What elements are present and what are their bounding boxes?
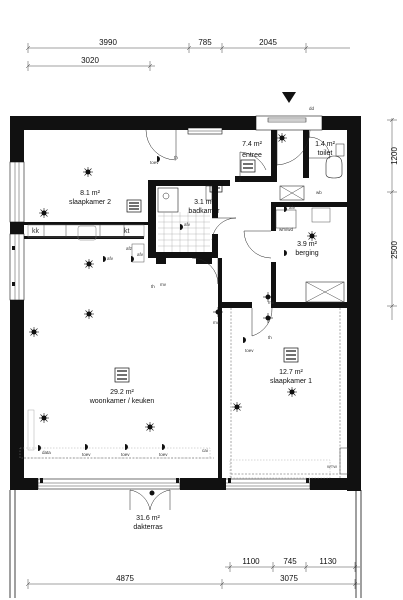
slaapkamer2-name: slaapkamer 2 <box>69 199 111 206</box>
dim-right-1: 1200 <box>390 147 399 165</box>
dim-bottom-5: 3075 <box>280 574 298 583</box>
berging-name: berging <box>295 250 318 257</box>
entree-area: 7.4 m² <box>242 141 263 148</box>
terrace-outline <box>9 489 362 598</box>
toilet-area: 1.4 m² <box>315 141 336 148</box>
dim-top-1: 3990 <box>99 38 117 47</box>
data-label: data <box>42 450 51 455</box>
kk-label: kk <box>32 228 40 235</box>
entrance-arrow-icon <box>282 92 296 103</box>
dd-label: dd <box>309 106 315 111</box>
radiator-icon <box>209 181 223 193</box>
afz-label: afz <box>126 246 133 251</box>
dashed-lines <box>24 308 341 478</box>
symbol-labels: kk kt afz afv afv afv afv wm/wd wb WTW t… <box>32 155 337 469</box>
berging-area: 3.9 m² <box>297 241 318 248</box>
wtw-label: WTW <box>327 464 337 469</box>
left-windows <box>9 161 25 301</box>
socket-icons <box>38 156 287 451</box>
afv-label-2: afv <box>137 252 144 257</box>
toev-label-1: toev <box>150 160 159 165</box>
dimension-labels: 3990 785 2045 3020 1200 2500 1100 745 11… <box>81 38 399 583</box>
mv-label-3: mv <box>268 300 275 305</box>
woonkamer-name: woonkamer / keuken <box>89 398 155 405</box>
th-label-1: th <box>174 155 178 160</box>
afv-label-3: afv <box>184 222 191 227</box>
dim-bottom-2: 745 <box>283 557 297 566</box>
woonkamer-area: 29.2 m² <box>110 389 134 396</box>
toev-label-3: toev <box>82 452 91 457</box>
outer-walls <box>10 116 361 491</box>
radiator-icon <box>126 199 142 213</box>
radiator-icon <box>240 159 256 173</box>
slaapkamer2-area: 8.1 m² <box>80 190 101 197</box>
radiator-icon <box>283 347 299 363</box>
dim-top-4: 3020 <box>81 56 99 65</box>
badkamer-name: badkamer <box>188 208 220 215</box>
toilet-name: toilet <box>318 150 333 157</box>
entree-name: entree <box>242 152 262 159</box>
dakterras-name: dakterras <box>133 524 163 531</box>
mv-label-2: mv <box>213 320 220 325</box>
radiator-icons <box>114 159 299 383</box>
dim-top-2: 785 <box>198 38 212 47</box>
doors <box>145 129 331 337</box>
fixtures <box>19 143 349 479</box>
wmwd-label: wm/wd <box>279 227 293 232</box>
afv-label-1: afv <box>107 256 114 261</box>
dimension-lines <box>25 43 397 589</box>
badkamer-area: 3.1 m² <box>194 199 215 206</box>
dim-bottom-3: 1130 <box>319 557 337 566</box>
bottom-glazing <box>37 478 311 490</box>
kt-label: kt <box>124 228 130 235</box>
room-labels: 8.1 m² slaapkamer 2 3.1 m² badkamer 7.4 … <box>69 141 336 531</box>
dim-top-3: 2045 <box>259 38 277 47</box>
toev-label-2: toev <box>245 348 254 353</box>
toev-label-5: toev <box>159 452 168 457</box>
toev-label-4: toev <box>121 452 130 457</box>
dakterras-area: 31.6 m² <box>136 515 160 522</box>
dim-right-2: 2500 <box>390 241 399 259</box>
mv-label-1: mv <box>160 282 167 287</box>
th-label-3: th <box>268 335 272 340</box>
dim-bottom-1: 1100 <box>242 557 260 566</box>
interior-walls <box>24 130 347 478</box>
th-label-2: th <box>151 284 155 289</box>
wb-label: wb <box>316 190 322 195</box>
radiator-icon <box>114 367 130 383</box>
slaapkamer1-area: 12.7 m² <box>279 369 303 376</box>
slaapkamer1-name: slaapkamer 1 <box>270 378 312 385</box>
afv-label-4: afv <box>289 205 296 210</box>
cai-label: cai <box>202 448 208 453</box>
ceiling-lights <box>29 133 317 432</box>
dim-bottom-4: 4875 <box>116 574 134 583</box>
